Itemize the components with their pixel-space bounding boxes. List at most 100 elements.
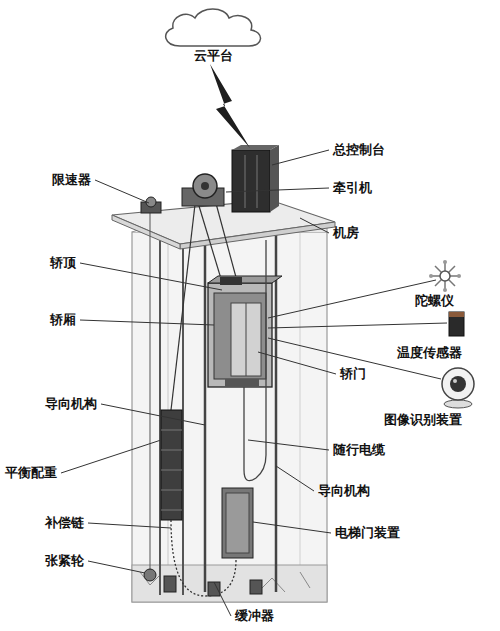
part-label: 随行电缆	[333, 442, 385, 458]
camera-icon	[442, 368, 474, 408]
cloud-shape	[158, 4, 268, 50]
shaft	[168, 220, 169, 585]
temperature-sensor-icon	[449, 312, 464, 336]
part-label: 限速器	[52, 172, 91, 188]
buffers	[164, 576, 262, 596]
leader-line	[214, 582, 231, 616]
car	[246, 303, 247, 376]
gyroscope-icon	[443, 260, 447, 264]
part-label: 导向机构	[45, 396, 97, 412]
control-cabinet	[232, 145, 279, 150]
leader-line	[80, 263, 222, 290]
car	[220, 277, 242, 285]
temperature-sensor-icon	[449, 312, 464, 317]
temperature-sensor-icon	[449, 312, 464, 336]
gyroscope-icon	[440, 271, 450, 281]
part-label: 轿门	[340, 366, 366, 382]
part-label: 轿顶	[50, 255, 76, 271]
door-device	[222, 488, 253, 558]
camera-icon	[453, 379, 457, 383]
camera-icon	[444, 400, 472, 408]
tension-wheel	[144, 569, 156, 581]
guide-rails	[159, 215, 161, 595]
leader-line	[101, 404, 205, 425]
part-label: 机房	[333, 225, 359, 241]
gyroscope-icon	[431, 262, 459, 290]
leader-line	[80, 320, 214, 325]
part-label: 总控制台	[333, 142, 385, 158]
gyroscope-icon	[443, 288, 447, 292]
pit	[132, 565, 327, 602]
leader-line	[61, 440, 161, 473]
cloud-node: 云平台	[158, 4, 268, 64]
part-label: 电梯门装置	[335, 525, 400, 541]
shaft	[132, 232, 327, 602]
tension-wheel	[144, 569, 156, 581]
travelling-cable	[244, 240, 266, 481]
leader-line	[276, 466, 314, 491]
car	[231, 303, 261, 376]
shaft	[132, 220, 327, 602]
door-device	[226, 493, 249, 553]
sensor-leaders	[268, 280, 436, 318]
leader-line	[95, 180, 149, 203]
shaft	[300, 232, 301, 590]
control-cabinet	[245, 155, 246, 208]
ropes	[171, 196, 196, 410]
part-label: 轿厢	[50, 312, 76, 328]
traction-machine	[193, 174, 217, 198]
traction-machine	[182, 174, 224, 206]
buffers	[250, 580, 262, 594]
part-label: 补偿链	[45, 515, 84, 531]
part-label: 平衡配重	[5, 465, 57, 481]
travelling-cable	[244, 240, 266, 481]
ropes	[150, 212, 151, 570]
sensor-leaders	[268, 323, 447, 328]
pit	[140, 572, 310, 592]
cloud-outline	[166, 9, 261, 46]
car	[208, 283, 272, 387]
camera-icon	[450, 376, 466, 392]
pit	[132, 565, 327, 602]
part-label: 图像识别装置	[384, 412, 462, 428]
machine-room-slab	[180, 222, 335, 249]
speed-limiter	[141, 197, 161, 213]
lightning	[210, 64, 250, 148]
counterweight	[161, 410, 182, 520]
leader-line	[248, 440, 329, 450]
part-label: 温度传感器	[397, 345, 462, 361]
counterweight	[161, 430, 182, 510]
leader-line	[253, 522, 331, 533]
leader-line	[88, 523, 171, 528]
part-label: 陀螺仪	[415, 293, 454, 309]
car	[208, 276, 282, 283]
gyroscope-icon	[429, 260, 461, 292]
buffers	[208, 582, 220, 596]
guide-rails	[204, 225, 207, 592]
control-cabinet	[232, 150, 270, 212]
gyroscope-icon	[429, 274, 433, 278]
part-label: 导向机构	[318, 483, 370, 499]
car	[225, 379, 259, 387]
counterweight	[161, 410, 182, 520]
buffers	[164, 576, 176, 592]
car	[208, 276, 282, 387]
gyroscope-icon	[457, 274, 461, 278]
door-device	[222, 488, 253, 558]
lightning	[210, 64, 250, 148]
node-label: 云平台	[158, 4, 268, 64]
car	[214, 293, 266, 379]
guide-rails	[160, 215, 276, 595]
control-cabinet	[232, 145, 279, 212]
leader-line	[226, 188, 329, 192]
part-label: 张紧轮	[45, 553, 84, 569]
camera-icon	[442, 368, 474, 400]
leader-line	[272, 150, 329, 165]
part-label: 牵引机	[333, 180, 372, 196]
control-cabinet	[257, 155, 258, 208]
traction-machine	[201, 182, 209, 190]
machine-room-slab	[112, 200, 335, 249]
leader-line	[88, 561, 145, 573]
